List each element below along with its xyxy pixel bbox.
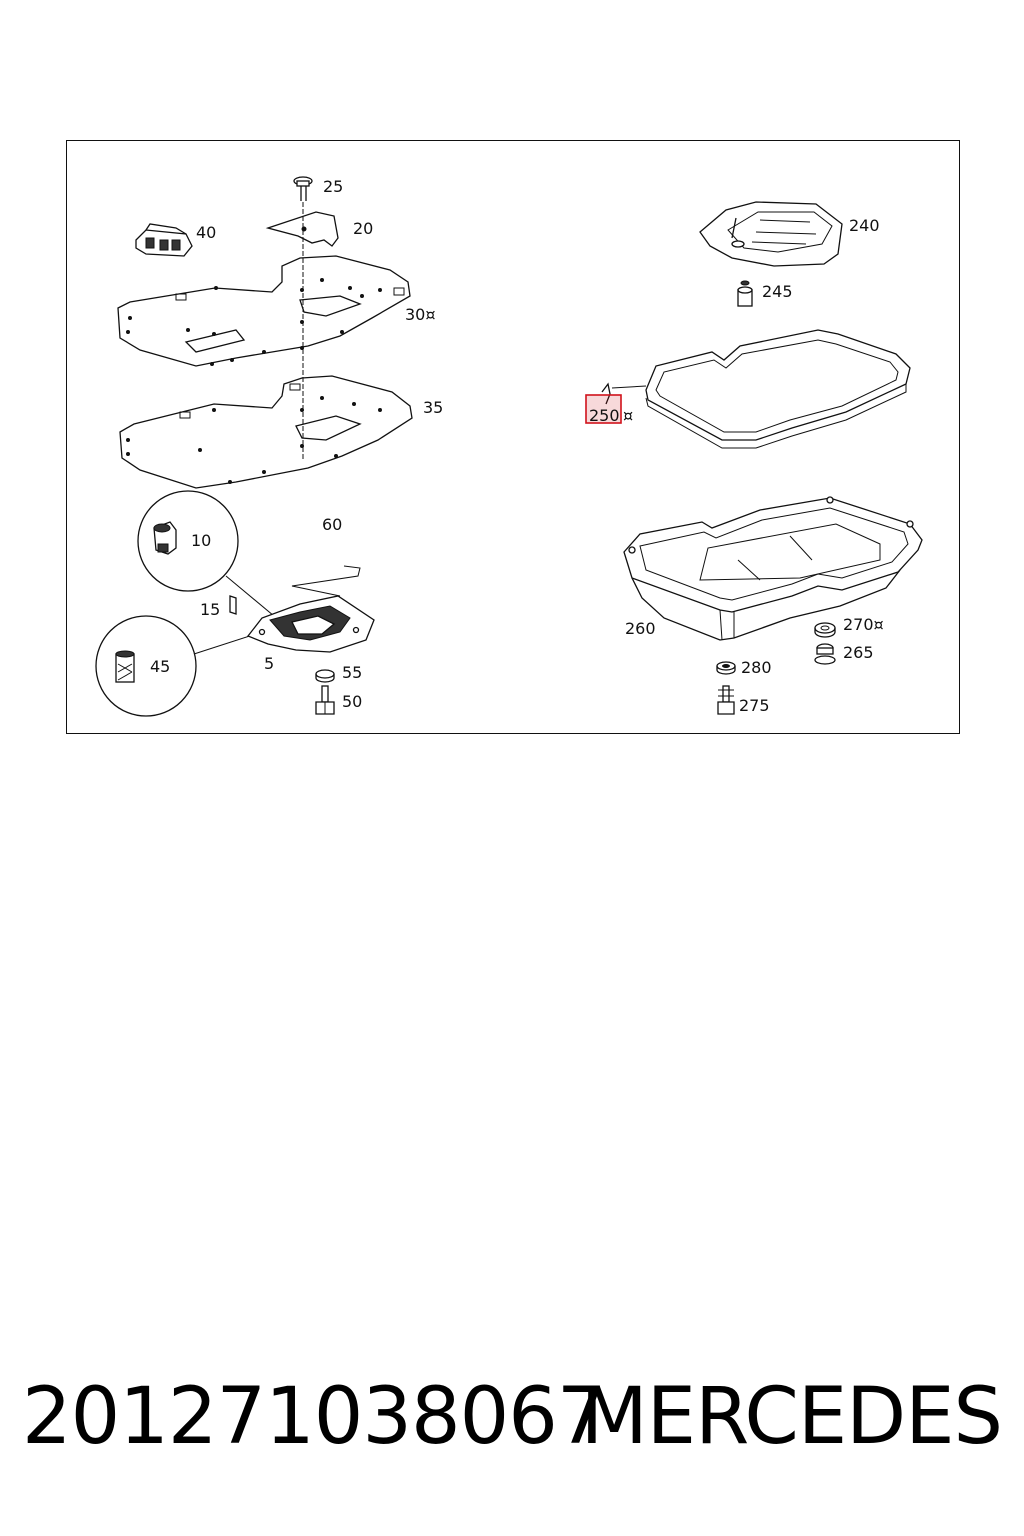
footer-caption: 20127103806​7 MERCEDES [0,1372,1024,1472]
part-280-washer[interactable] [716,661,736,675]
label-280: 280 [741,658,772,677]
part-245-seal[interactable] [737,280,753,307]
label-45: 45 [150,657,170,676]
part-40-connector[interactable] [135,223,193,257]
label-15: 15 [200,600,220,619]
part-240-filter[interactable] [699,201,843,267]
part-260-oil-pan[interactable] [623,496,923,641]
part-10-detail-circle[interactable] [137,490,239,592]
label-35: 35 [423,398,443,417]
label-50: 50 [342,692,362,711]
part-250-pan-gasket[interactable] [601,329,911,449]
label-40: 40 [196,223,216,242]
label-265: 265 [843,643,874,662]
label-5: 5 [264,654,274,673]
part-35-gasket-plate[interactable] [119,375,413,489]
label-30: 30¤ [405,305,436,324]
part-45-detail-circle[interactable] [95,615,197,717]
label-240: 240 [849,216,880,235]
part-275-bolt[interactable] [717,685,735,715]
label-250: 250 [589,406,620,425]
brand-name: MERCEDES [580,1372,1003,1462]
part-25-screw[interactable] [293,176,313,201]
label-250-mark: ¤ [623,406,633,425]
part-5-valve-body[interactable] [246,595,375,653]
diagram-frame [66,140,960,734]
part-270-seal-ring[interactable] [814,622,836,638]
label-270: 270¤ [843,615,884,634]
part-50-bolt[interactable] [315,685,335,715]
label-25: 25 [323,177,343,196]
part-30-separator-plate[interactable] [117,255,411,367]
label-250-highlighted[interactable]: 250 ¤ [585,394,633,425]
exploded-parts-diagram: 25 20 40 30¤ 35 10 60 15 45 5 55 50 240 … [95,176,923,717]
part-60-tube[interactable] [291,516,361,597]
label-20: 20 [353,219,373,238]
label-245: 245 [762,282,793,301]
label-60: 60 [322,515,342,534]
label-275: 275 [739,696,770,715]
label-10: 10 [191,531,211,550]
highlight-box [585,394,622,424]
label-260: 260 [625,619,656,638]
part-265-drain-plug[interactable] [814,643,836,665]
label-55: 55 [342,663,362,682]
part-15-pin[interactable] [229,595,237,615]
part-number: 20127103806​7 [22,1372,607,1462]
part-55-washer[interactable] [315,669,335,683]
